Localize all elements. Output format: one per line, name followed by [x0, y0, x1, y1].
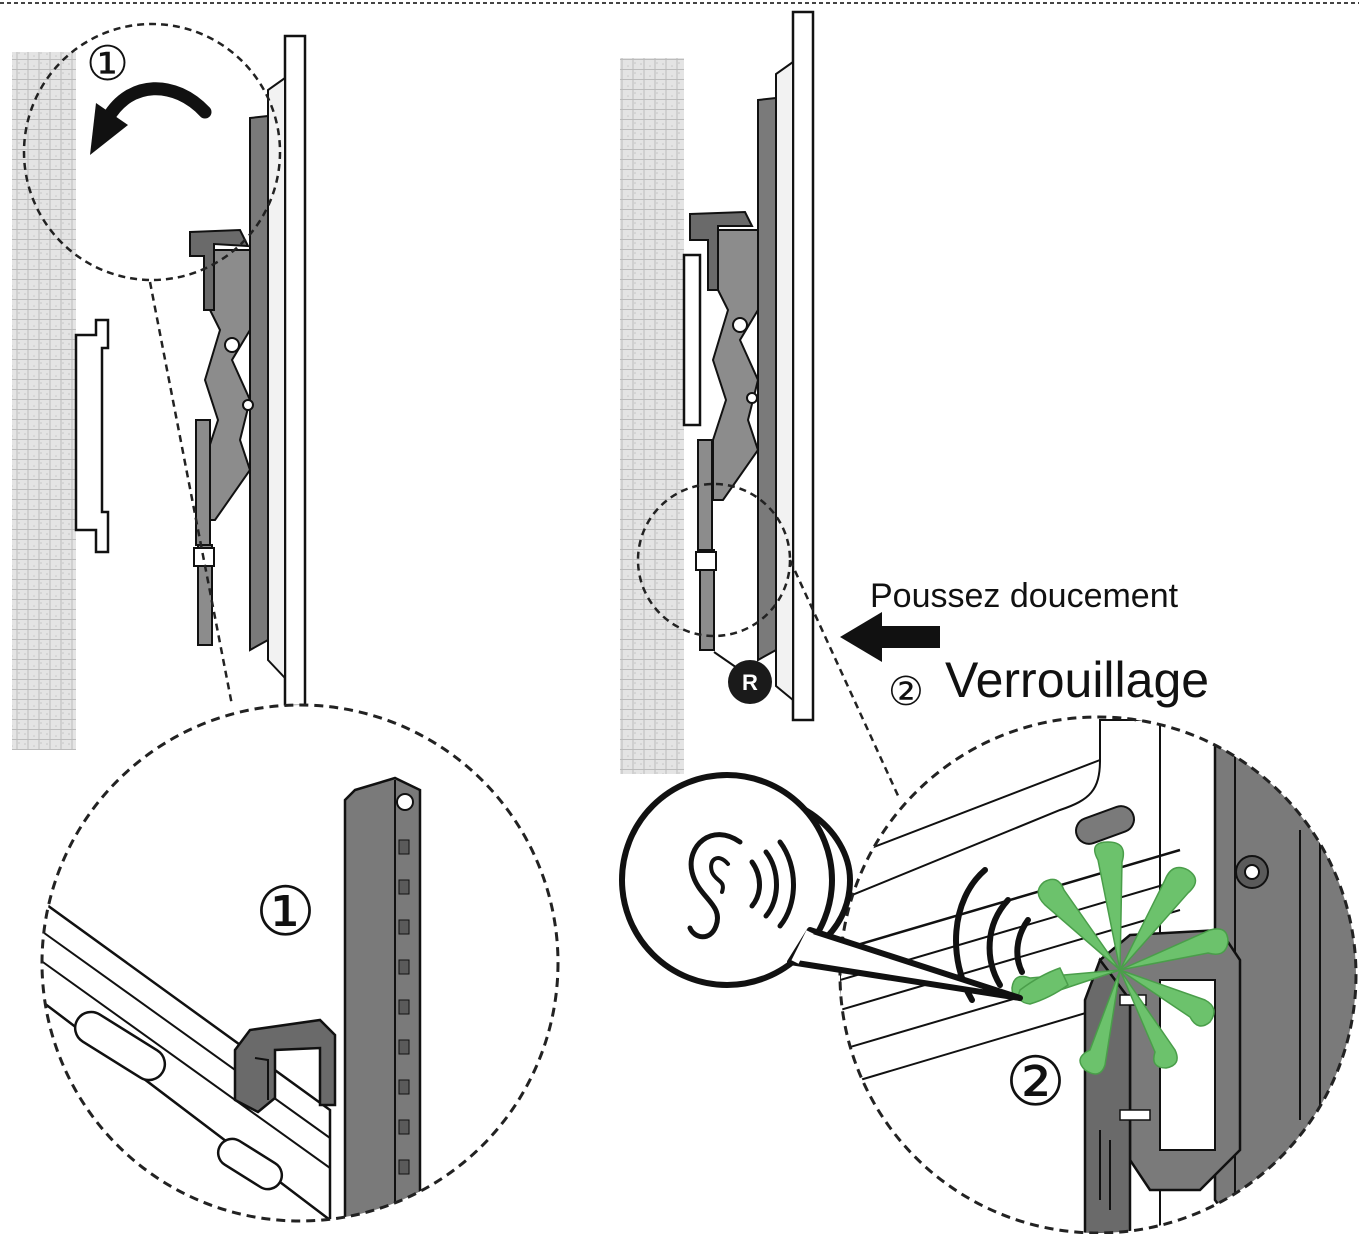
step2-detail-circle	[838, 715, 1358, 1234]
ear-icon	[619, 772, 1023, 1001]
left-arm-mechanism	[203, 249, 252, 521]
step1-detail-view: ①	[40, 703, 560, 1223]
step1-detail-marker: ①	[255, 874, 316, 950]
svg-text:R: R	[742, 670, 758, 695]
right-tv-panel	[791, 10, 815, 722]
step2-marker: ②	[888, 670, 924, 714]
r-badge: R	[728, 660, 772, 704]
right-scene-locked	[620, 10, 815, 774]
step1-detail-circle	[40, 703, 560, 1223]
lock-title: Verrouillage	[945, 652, 1209, 708]
step1-zoom-circle	[22, 22, 282, 282]
left-tv-back	[267, 76, 286, 681]
push-instruction: Poussez doucement	[870, 577, 1179, 615]
right-wall	[620, 58, 684, 774]
step2-detail-marker: ②	[1005, 1044, 1066, 1120]
left-scene-hook-on	[12, 34, 307, 750]
step1-marker: ①	[86, 38, 129, 91]
push-arrow-icon	[840, 612, 940, 662]
rotate-arrow-icon	[90, 82, 212, 155]
left-wall	[12, 52, 76, 750]
left-wall-plate	[74, 318, 110, 554]
left-tv-bracket	[249, 114, 269, 652]
